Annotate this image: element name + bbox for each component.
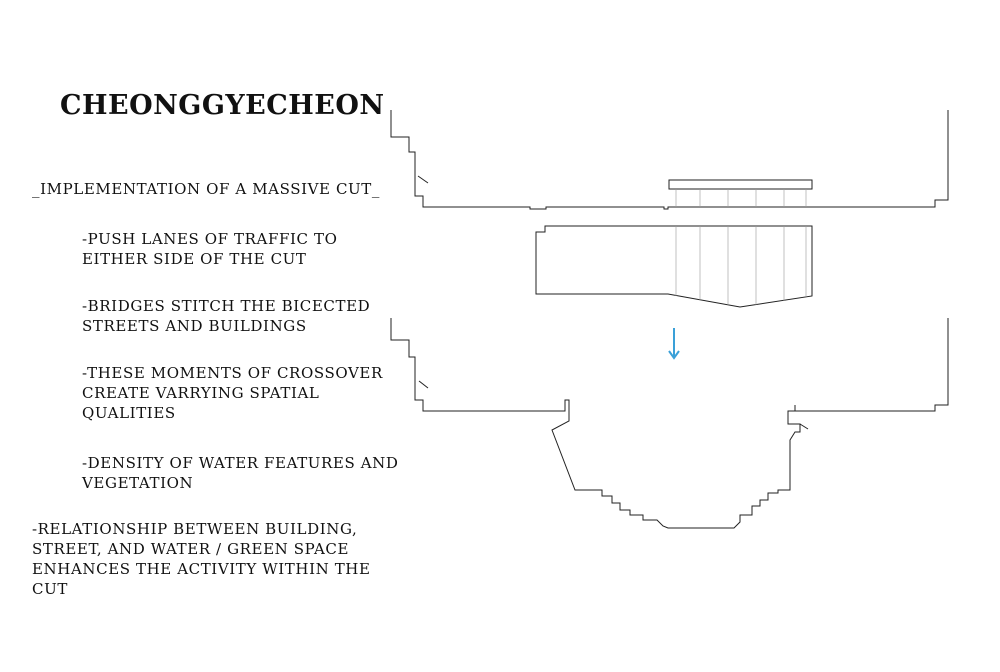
bullet-line: CUT <box>32 580 68 598</box>
bullet-line: -DENSITY OF WATER FEATURES AND <box>82 454 399 472</box>
bullet-line: -THESE MOMENTS OF CROSSOVER <box>82 364 383 382</box>
excavated-stream-section <box>390 318 949 529</box>
bullet-line: -RELATIONSHIP BETWEEN BUILDING, <box>32 520 358 538</box>
bullet-line: VEGETATION <box>82 474 194 492</box>
bridge-piers <box>675 189 807 207</box>
bullet-line: EITHER SIDE OF THE CUT <box>82 250 307 268</box>
bullet-line: -PUSH LANES OF TRAFFIC TO <box>82 230 338 248</box>
bullet-line: ENHANCES THE ACTIVITY WITHIN THE <box>32 560 371 578</box>
page-title: CHEONGGYECHEON <box>60 90 385 121</box>
bullet-line: CREATE VARRYING SPATIAL <box>82 384 320 402</box>
cut-volume <box>535 225 813 308</box>
bullet-line: -BRIDGES STITCH THE BICECTED <box>82 297 371 315</box>
bullet-traffic-lanes: -PUSH LANES OF TRAFFIC TO EITHER SIDE OF… <box>82 229 337 269</box>
subtitle: _IMPLEMENTATION OF A MASSIVE CUT_ <box>32 180 380 198</box>
bullet-crossover: -THESE MOMENTS OF CROSSOVER CREATE VARRY… <box>82 363 383 423</box>
bullet-line: QUALITIES <box>82 404 176 422</box>
bullet-water-features: -DENSITY OF WATER FEATURES AND VEGETATIO… <box>82 453 399 493</box>
bullet-line: STREETS AND BUILDINGS <box>82 317 307 335</box>
bullet-line: STREET, AND WATER / GREEN SPACE <box>32 540 350 558</box>
existing-street-section <box>390 110 949 210</box>
down-arrow-icon <box>668 328 680 360</box>
bullet-bridges: -BRIDGES STITCH THE BICECTED STREETS AND… <box>82 296 370 336</box>
bullet-relationship: -RELATIONSHIP BETWEEN BUILDING, STREET, … <box>32 519 371 599</box>
